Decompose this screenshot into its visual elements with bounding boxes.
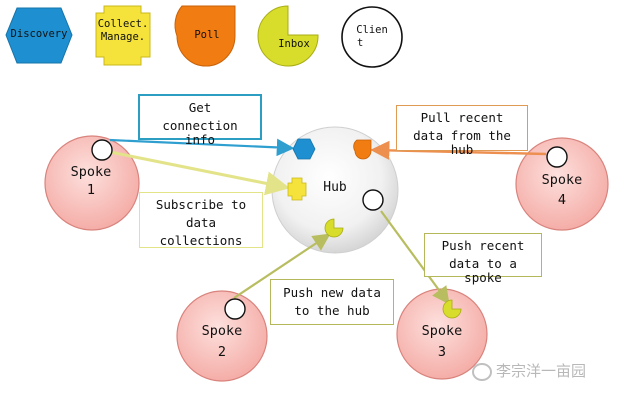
hub-collect-icon [287, 177, 307, 201]
watermark: 李宗洋一亩园 [472, 360, 586, 381]
legend-discovery-hexagon [5, 7, 73, 64]
legend-poll-drop-shape [174, 5, 236, 67]
arrow-push-hub [233, 233, 331, 299]
spoke-1-circle [44, 135, 140, 231]
legend-poll-label: Poll [194, 29, 220, 41]
legend-client-label: Clien t [356, 24, 388, 50]
spoke-1-client-circle [91, 139, 113, 161]
legend-inbox-label: Inbox [278, 38, 310, 50]
hub-inbox-icon [324, 218, 344, 238]
legend-inbox-pie-shape [257, 5, 319, 67]
spoke-2-client-circle [224, 298, 246, 320]
spoke-3-inbox-icon [442, 299, 462, 319]
legend-discovery-label: Discovery [10, 28, 68, 40]
hub-poll-icon [353, 139, 372, 160]
hub-discovery-icon [292, 138, 316, 160]
legend-collect-label: Collect. Manage. [97, 18, 149, 44]
wechat-icon [472, 362, 492, 381]
hub-client-circle [362, 189, 384, 211]
arrow-subscribe [109, 150, 290, 196]
legend-collect-cross-shape [95, 5, 151, 66]
hub-label: Hub [323, 180, 347, 195]
arrow-push-spoke [380, 210, 450, 305]
legend-client-circle [341, 6, 403, 68]
spoke-4-circle [515, 137, 609, 231]
spoke-4-client-circle [546, 146, 568, 168]
arrow-get-info [109, 138, 295, 157]
